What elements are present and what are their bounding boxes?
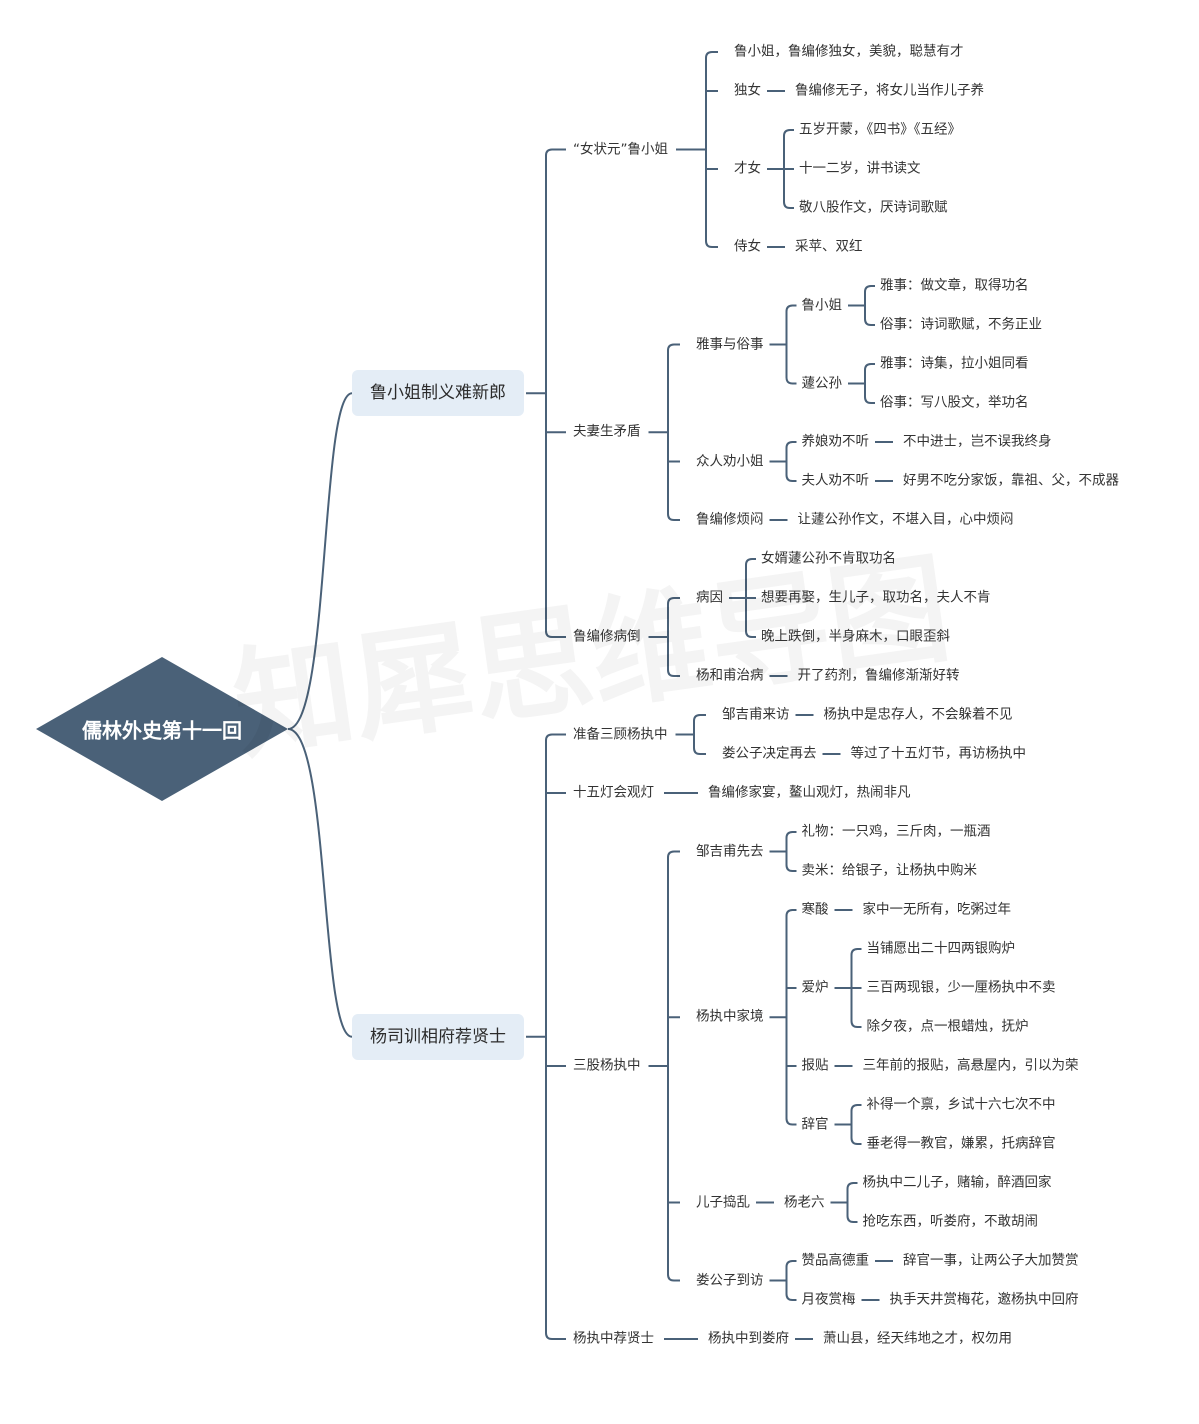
leaf-topic: 俗事：写八股文，举功名 xyxy=(880,394,1029,411)
leaf-topic: 鲁编修无子，将女儿当作儿子养 xyxy=(795,82,984,99)
main-branch-1: 鲁小姐制义难新郎 xyxy=(352,370,524,417)
sub-topic: 娄公子到访 xyxy=(696,1271,764,1288)
leaf-topic: 俗事：诗词歌赋，不务正业 xyxy=(880,316,1042,333)
leaf-topic: 垂老得一教官，嫌累，托病辞官 xyxy=(866,1135,1056,1152)
leaf-topic: 雅事：诗集，拉小姐同看 xyxy=(880,355,1029,372)
leaf-topic: 礼物：一只鸡，三斤肉，一瓶酒 xyxy=(801,823,991,840)
sub-topic: 杨老六 xyxy=(784,1193,825,1210)
leaf-topic: 十一二岁，讲书读文 xyxy=(799,160,921,177)
branch-topic: “女状元”鲁小姐 xyxy=(573,140,668,157)
leaf-topic: 三百两现银，少一厘杨执中不卖 xyxy=(866,979,1056,996)
root-diamond xyxy=(36,657,288,801)
leaf-topic: 抢吃东西，听娄府，不敢胡闹 xyxy=(862,1213,1039,1230)
leaf-topic: 敬八股作文，厌诗词歌赋 xyxy=(799,199,948,216)
sub-topic: 辞官 xyxy=(801,1115,829,1132)
leaf-topic: 家中一无所有，吃粥过年 xyxy=(862,901,1012,918)
sub-topic: 报贴 xyxy=(801,1057,829,1074)
main-branch-2: 杨司训相府荐贤士 xyxy=(352,1013,524,1060)
leaf-topic: 不中进士，岂不误我终身 xyxy=(903,433,1052,450)
leaf-topic: 晚上跌倒，半身麻木，口眼歪斜 xyxy=(761,628,950,645)
sub-topic: 才女 xyxy=(734,160,761,177)
sub-topic: 邹吉甫来访 xyxy=(722,706,790,723)
leaf-topic: 补得一个禀，乡试十六七次不中 xyxy=(866,1096,1056,1113)
leaf-topic: 杨执中是忠存人，不会躲着不见 xyxy=(823,706,1013,723)
sub-topic: 侍女 xyxy=(734,238,761,255)
sub-topic: 赞品高德重 xyxy=(801,1252,870,1269)
branch-topic: 杨执中荐贤士 xyxy=(573,1330,654,1347)
sub-topic: 蘧公孙 xyxy=(801,374,843,391)
sub-topic: 娄公子决定再去 xyxy=(722,745,817,762)
sub-topic: 邹吉甫先去 xyxy=(696,842,764,859)
leaf-topic: 三年前的报贴，高悬屋内，引以为荣 xyxy=(862,1057,1079,1074)
branch-topic: 鲁编修病倒 xyxy=(573,628,641,645)
leaf-topic: 让蘧公孙作文，不堪入目，心中烦闷 xyxy=(797,511,1014,528)
leaf-topic: 鲁编修家宴，鳌山观灯，热闹非凡 xyxy=(708,784,911,801)
sub-topic: 月夜赏梅 xyxy=(801,1291,856,1308)
sub-topic: 爱炉 xyxy=(801,979,829,996)
leaf-topic: 杨执中二儿子，赌输，醉酒回家 xyxy=(862,1174,1052,1191)
leaf-topic: 采苹、双红 xyxy=(795,238,863,255)
sub-topic: 独女 xyxy=(734,82,761,99)
leaf-topic: 好男不吃分家饭，靠祖、父，不成器 xyxy=(903,472,1119,489)
sub-topic: 寒酸 xyxy=(801,901,829,918)
leaf-topic: 等过了十五灯节，再访杨执中 xyxy=(850,745,1027,762)
sub-topic: 夫人劝不听 xyxy=(801,472,870,489)
leaf-topic: 辞官一事，让两公子大加赞赏 xyxy=(903,1252,1079,1269)
leaf-topic: 女婿蘧公孙不肯取功名 xyxy=(761,550,896,567)
sub-topic: 病因 xyxy=(696,589,723,606)
sub-topic: 众人劝小姐 xyxy=(696,452,764,469)
leaf-topic: 雅事：做文章，取得功名 xyxy=(880,277,1029,294)
leaf-topic: 想要再娶，生儿子，取功名，夫人不肯 xyxy=(761,589,991,606)
branch-topic: 十五灯会观灯 xyxy=(573,784,654,801)
sub-topic: 杨执中家境 xyxy=(696,1008,764,1025)
leaf-topic: 萧山县，经天纬地之才，权勿用 xyxy=(823,1330,1012,1347)
leaf-topic: 五岁开蒙，《四书》《五经》 xyxy=(799,121,961,138)
branch-topic: 三股杨执中 xyxy=(573,1057,641,1074)
sub-topic: 鲁小姐 xyxy=(801,296,843,313)
leaf-topic: 当铺愿出二十四两银购炉 xyxy=(866,940,1016,957)
branch-topic: 夫妻生矛盾 xyxy=(573,423,641,440)
sub-topic: 杨执中到娄府 xyxy=(708,1330,789,1347)
sub-topic: 儿子捣乱 xyxy=(696,1193,750,1210)
branch-topic: 准备三顾杨执中 xyxy=(573,725,668,742)
sub-topic: 鲁编修烦闷 xyxy=(696,511,764,528)
root-topic: 儒林外史第十一回 xyxy=(82,718,242,743)
sub-topic: 养娘劝不听 xyxy=(801,433,870,450)
leaf-topic: 除夕夜，点一根蜡烛，抚炉 xyxy=(866,1018,1029,1035)
leaf-topic: 执手天井赏梅花，邀杨执中回府 xyxy=(889,1291,1079,1308)
leaf-topic: 开了药剂，鲁编修渐渐好转 xyxy=(797,667,960,684)
leaf-topic: 卖米：给银子，让杨执中购米 xyxy=(801,862,978,879)
sub-topic: 雅事与俗事 xyxy=(696,335,764,352)
sub-topic: 杨和甫治病 xyxy=(696,667,764,684)
leaf-topic: 鲁小姐，鲁编修独女，美貌，聪慧有才 xyxy=(734,43,964,60)
